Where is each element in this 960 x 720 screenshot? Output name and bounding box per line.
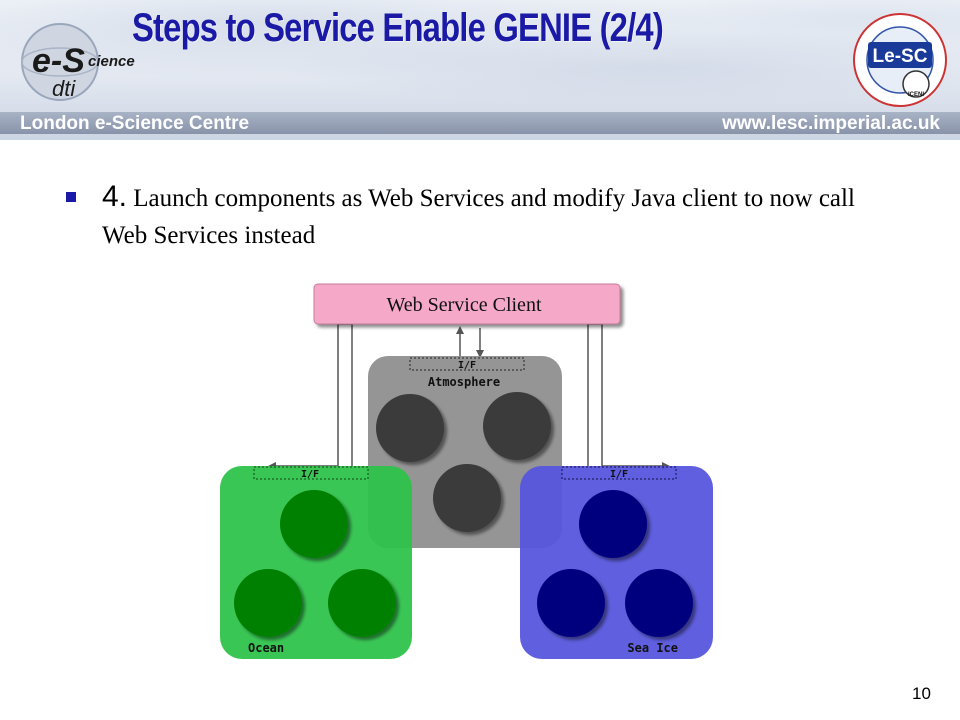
logo-right-plate [868, 42, 932, 68]
client-label: Web Service Client [386, 294, 541, 316]
bullet-text: Launch components as Web Services and mo… [102, 185, 855, 249]
client-ocean-return-line [350, 323, 353, 466]
seaice-interface-box [561, 466, 677, 480]
banner-centre-name: London e-Science Centre [20, 113, 250, 134]
seaice-component: I/F Sea Ice [520, 466, 713, 659]
ocean-circle [280, 490, 348, 558]
logo-left-letters: e-S [32, 42, 85, 80]
bullet-square-icon [66, 192, 76, 202]
seaice-circle [625, 569, 693, 637]
logo-left-sub: dti [52, 76, 76, 101]
logo-left-suffix: cience [88, 53, 135, 70]
seaice-label: Sea Ice [627, 641, 678, 655]
atmosphere-component: I/F Atmosphere [368, 356, 562, 548]
slide-header: e-S cience dti Steps to Service Enable G… [0, 0, 960, 140]
web-service-client: Web Service Client [313, 283, 621, 325]
escience-dti-logo: e-S cience dti [21, 23, 135, 101]
header-texture [0, 0, 960, 112]
page-title: Steps to Service Enable GENIE (2/4) [132, 6, 664, 50]
seaice-circle [537, 569, 605, 637]
lesc-logo: Le-SC ICENI [853, 13, 947, 107]
ocean-interface-box [253, 466, 369, 480]
ocean-component: I/F Ocean [220, 466, 412, 659]
atmosphere-circle [483, 392, 551, 460]
page-number: 10 [912, 684, 931, 703]
atmosphere-circle [433, 464, 501, 532]
client-seaice-return-line [587, 323, 590, 466]
banner-url[interactable]: www.lesc.imperial.ac.uk [722, 113, 940, 134]
ocean-circle [328, 569, 396, 637]
client-to-ocean-arrow [268, 323, 350, 470]
header-banner: London e-Science Centre www.lesc.imperia… [0, 112, 960, 134]
atmosphere-interface-box [409, 357, 525, 371]
seaice-interface-label: I/F [610, 469, 628, 480]
ocean-circle [234, 569, 302, 637]
ocean-interface-label: I/F [301, 469, 319, 480]
logo-left-orbit [21, 47, 99, 77]
logo-right-sub: ICENI [908, 92, 924, 98]
client-box [313, 283, 621, 325]
atmosphere-label: Atmosphere [428, 375, 500, 389]
atmosphere-circle [376, 394, 444, 462]
atmosphere-interface-label: I/F [458, 360, 476, 371]
iceni-emblem [902, 70, 930, 98]
client-to-seaice-arrow [590, 323, 670, 470]
ocean-label: Ocean [248, 641, 284, 655]
genie-web-services-diagram: I/F Atmosphere I/F Ocean I/F Sea Ice Web… [220, 283, 713, 659]
seaice-circle [579, 490, 647, 558]
bullet-number: 4. [102, 180, 128, 213]
logo-right-text: Le-SC [873, 46, 928, 67]
